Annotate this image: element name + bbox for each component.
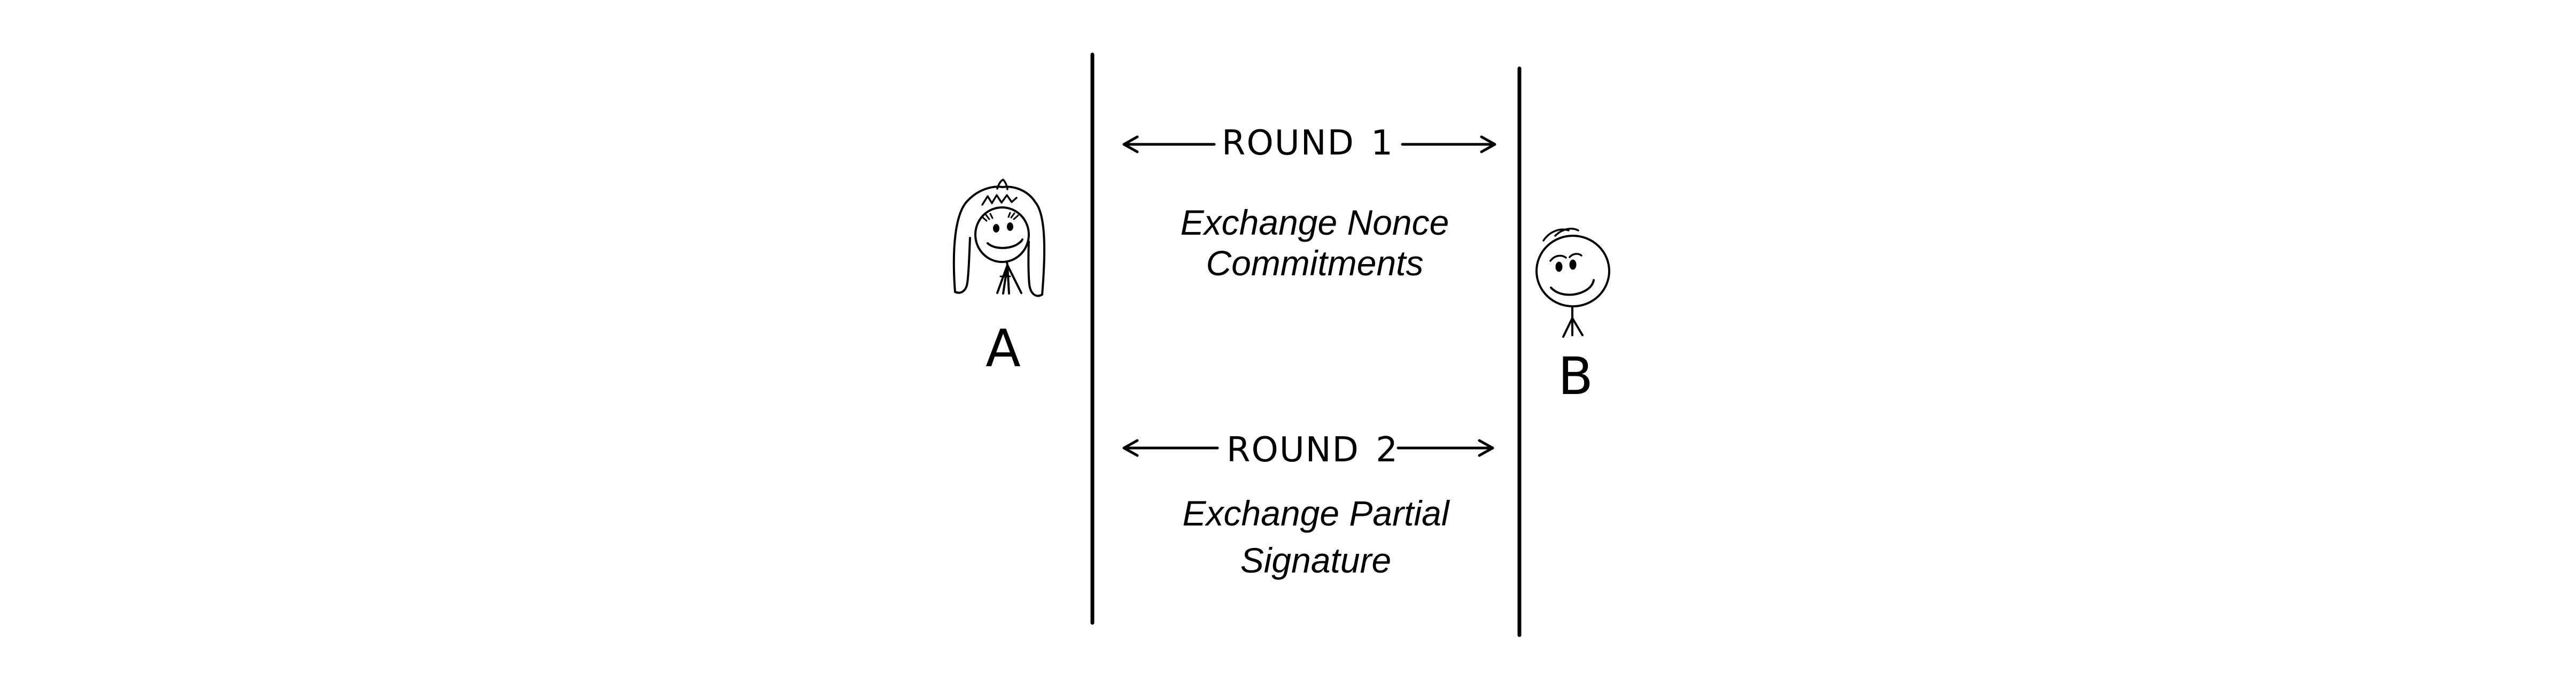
round1-description-line1: Exchange Nonce: [1180, 203, 1449, 242]
round1-title: ROUND 1: [1222, 123, 1394, 163]
round1-description: Exchange Nonce Commitments: [1181, 202, 1449, 283]
round1-left-arrow-icon: [1122, 135, 1216, 153]
round2-right-arrow-icon: [1396, 439, 1494, 457]
round2-description-line2: Signature: [1240, 540, 1392, 580]
round1-right-arrow-icon: [1401, 135, 1496, 153]
round2-description-line1: Exchange Partial: [1182, 493, 1449, 533]
actor-b-label: B: [1558, 346, 1593, 406]
man-stick-figure-icon: [1535, 228, 1610, 338]
round2-title: ROUND 2: [1227, 430, 1399, 470]
round2-left-arrow-icon: [1122, 439, 1219, 457]
actor-a-label: A: [986, 319, 1021, 378]
round1-description-line2: Commitments: [1206, 243, 1424, 283]
woman-stick-figure-icon: [952, 179, 1046, 297]
round2-description: Exchange Partial Signature: [1183, 490, 1449, 584]
